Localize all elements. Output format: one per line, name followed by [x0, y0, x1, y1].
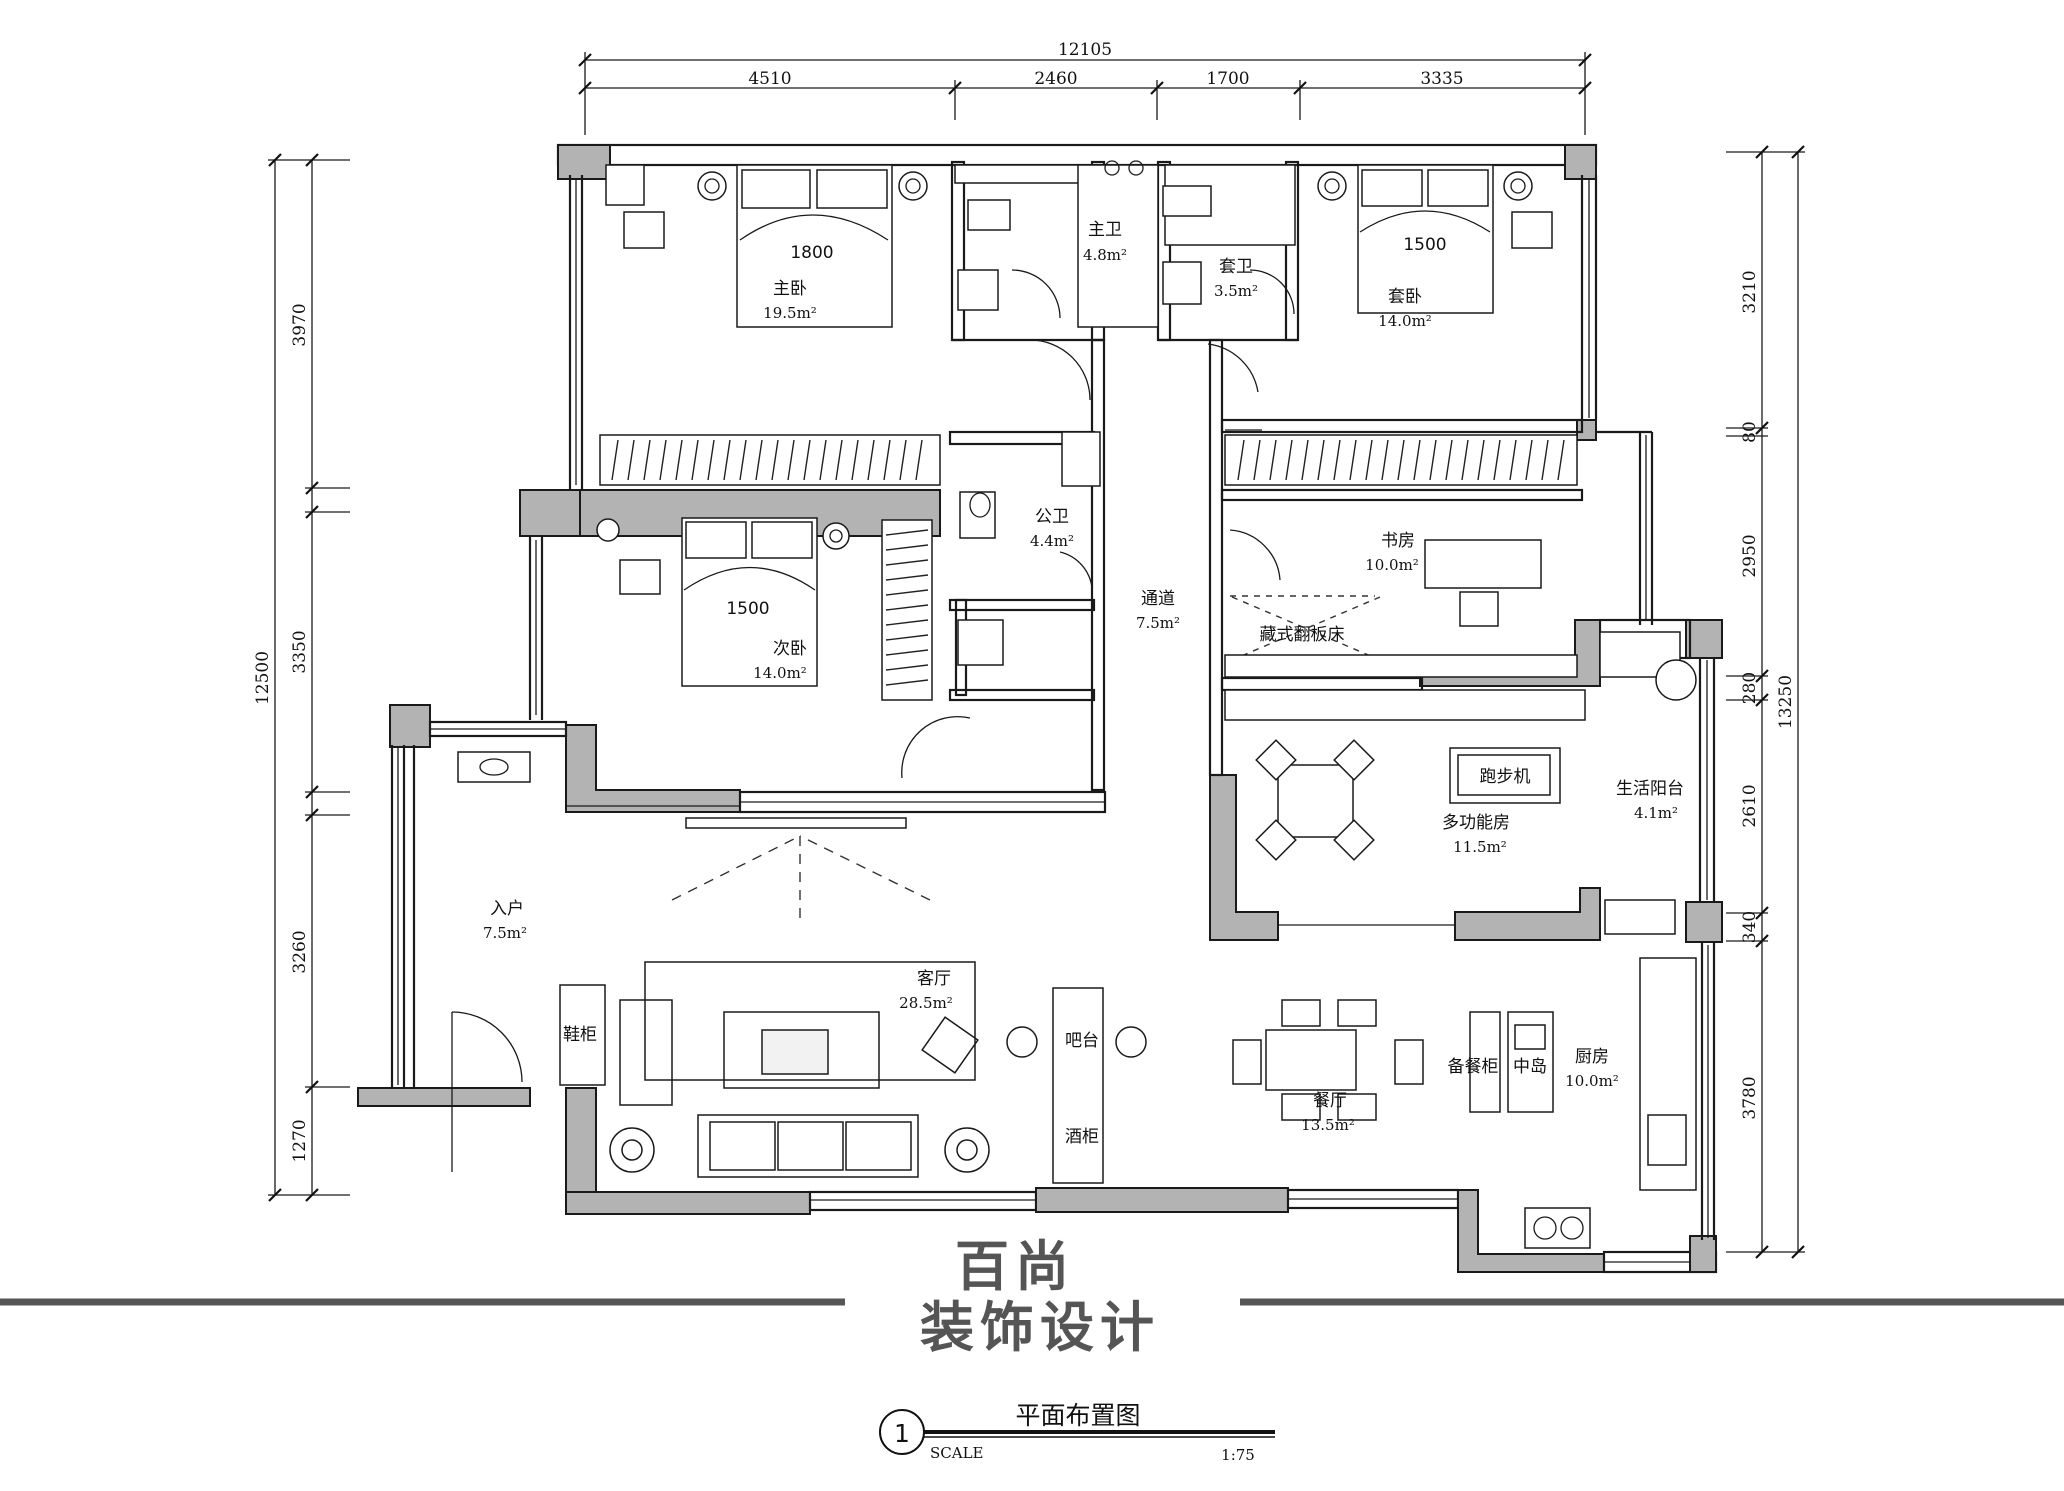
multifunction-furniture	[1224, 631, 1697, 935]
label-second-bed: 次卧	[773, 639, 807, 659]
dim-left-2: 3350	[290, 630, 310, 673]
label-suite-bath-area: 3.5m²	[1214, 282, 1258, 300]
label-public-bath-area: 4.4m²	[1030, 532, 1074, 550]
label-kitchen: 厨房	[1575, 1047, 1609, 1067]
dim-top-3: 1700	[1206, 69, 1249, 89]
label-shoe-cabinet: 鞋柜	[563, 1025, 597, 1045]
dim-left-4: 1270	[290, 1119, 310, 1162]
windows	[397, 180, 1709, 1263]
label-entry: 入户	[490, 899, 524, 919]
dim-right-4: 280	[1740, 672, 1760, 704]
dim-right-2: 80	[1740, 421, 1760, 443]
suite-bedroom-furniture	[1317, 164, 1553, 314]
label-wine-cabinet: 酒柜	[1065, 1127, 1099, 1147]
label-corridor-area: 7.5m²	[1136, 614, 1180, 632]
label-study-area: 10.0m²	[1365, 556, 1419, 574]
dim-top-2: 2460	[1034, 69, 1077, 89]
label-suite-bath: 套卫	[1219, 257, 1253, 277]
label-entry-area: 7.5m²	[483, 924, 527, 942]
label-multi-room-area: 11.5m²	[1453, 838, 1507, 856]
label-master-bath-area: 4.8m²	[1083, 246, 1127, 264]
dim-right-7: 3780	[1740, 1076, 1760, 1119]
dining-furniture	[1232, 999, 1424, 1121]
scale-label: SCALE	[930, 1444, 984, 1462]
dim-right-6: 340	[1740, 911, 1760, 943]
dim-right-3: 2950	[1740, 534, 1760, 577]
label-island: 中岛	[1513, 1057, 1547, 1077]
label-second-bed-area: 14.0m²	[753, 664, 807, 682]
brand-block: 百尚 装饰设计	[0, 1235, 2064, 1359]
label-study: 书房	[1381, 531, 1415, 551]
second-bedroom-furniture	[596, 517, 850, 687]
master-bedroom-furniture	[605, 164, 928, 328]
dim-right-total: 13250	[1776, 675, 1796, 729]
label-master-bed-area: 19.5m²	[763, 304, 817, 322]
label-treadmill: 跑步机	[1480, 767, 1531, 787]
label-balcony-area: 4.1m²	[1634, 804, 1678, 822]
entry-furniture	[451, 751, 531, 1172]
dim-left-3: 3260	[290, 930, 310, 973]
wardrobes	[599, 434, 1578, 701]
dim-right-1: 3210	[1740, 270, 1760, 313]
dim-top-4: 3335	[1420, 69, 1463, 89]
label-master-bath: 主卫	[1088, 220, 1122, 240]
brand-line-1: 百尚	[955, 1235, 1075, 1298]
dim-right-5: 2610	[1740, 784, 1760, 827]
kitchen-furniture	[1469, 957, 1697, 1249]
label-dining: 餐厅	[1313, 1091, 1347, 1111]
label-kitchen-area: 10.0m²	[1565, 1072, 1619, 1090]
doors	[901, 269, 1295, 779]
label-multi-room: 多功能房	[1442, 813, 1510, 833]
right-dimensions: 3210 80 2950 280 2610 340 3780 13250	[1726, 145, 1805, 1259]
dim-top-1: 4510	[748, 69, 791, 89]
label-suite-bed: 套卧	[1388, 287, 1422, 307]
dim-top-total: 12105	[1058, 40, 1112, 60]
label-hidden-bed: 藏式翻板床	[1260, 625, 1345, 645]
dim-left-total: 12500	[253, 651, 273, 705]
title-block: 1 平面布置图 SCALE 1:75	[879, 1401, 1275, 1464]
top-dimensions: 12105 4510 2460 1700 3335	[578, 40, 1592, 135]
scale-value: 1:75	[1221, 1446, 1255, 1464]
title-number: 1	[894, 1419, 910, 1448]
label-living-area: 28.5m²	[899, 994, 953, 1012]
title-text: 平面布置图	[1015, 1401, 1140, 1430]
label-balcony: 生活阳台	[1616, 779, 1684, 799]
label-master-bed: 主卧	[773, 279, 807, 299]
label-dining-area: 13.5m²	[1301, 1116, 1355, 1134]
label-suite-bed-size: 1500	[1403, 235, 1446, 255]
left-dimensions: 12500 3970 3350 3260 1270	[253, 153, 350, 1202]
label-pantry: 备餐柜	[1448, 1057, 1499, 1077]
label-master-bed-size: 1800	[790, 243, 833, 263]
label-second-bed-size: 1500	[726, 599, 769, 619]
walls	[357, 143, 1723, 1274]
room-labels: 1800 主卧 19.5m² 主卫 4.8m² 套卫 3.5m² 1500 套卧…	[483, 220, 1684, 1147]
label-public-bath: 公卫	[1035, 507, 1069, 527]
living-furniture	[559, 817, 1147, 1184]
dim-left-1: 3970	[290, 303, 310, 346]
label-corridor: 通道	[1141, 589, 1175, 609]
bathroom-fixtures	[954, 160, 1296, 666]
label-bar: 吧台	[1065, 1031, 1099, 1051]
label-suite-bed-area: 14.0m²	[1378, 312, 1432, 330]
label-living: 客厅	[917, 969, 951, 989]
study-furniture	[1224, 539, 1578, 678]
brand-line-2: 装饰设计	[920, 1296, 1160, 1359]
